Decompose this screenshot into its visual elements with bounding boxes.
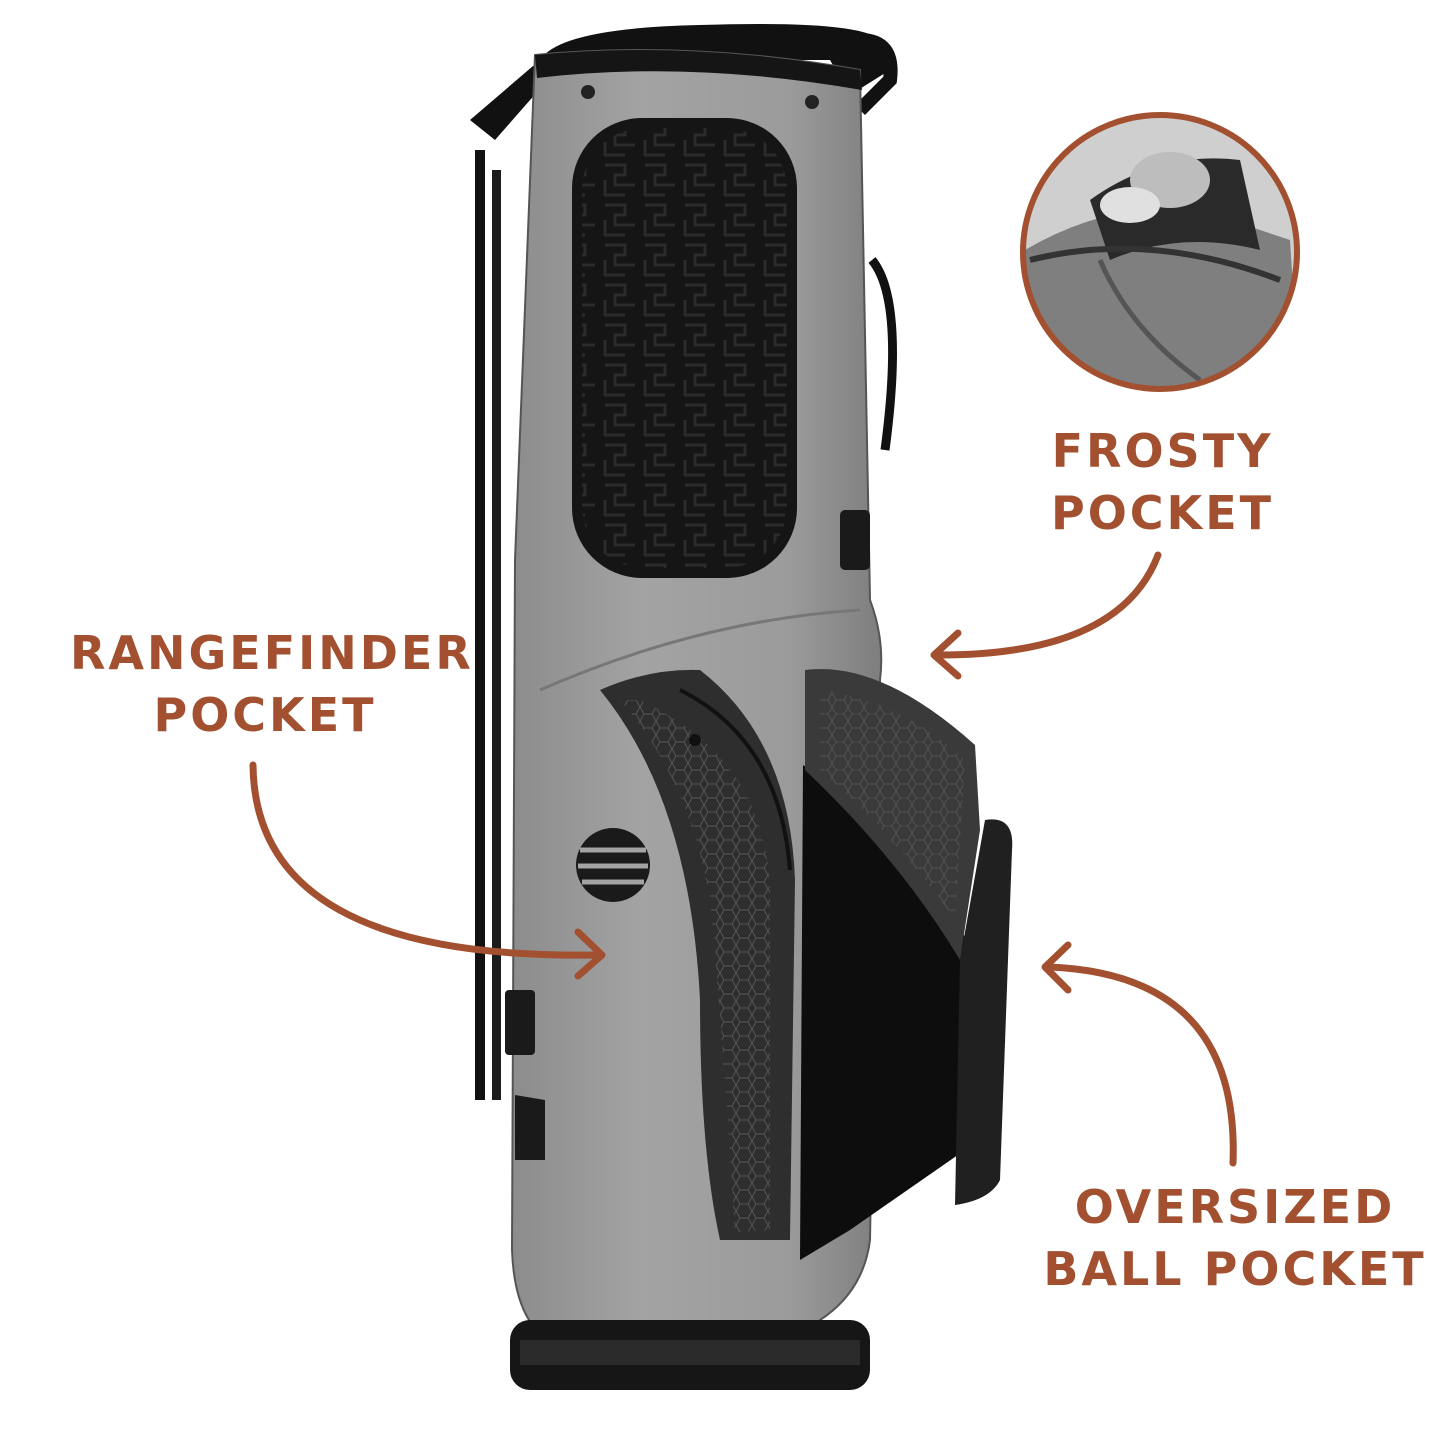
frosty-label-line1: FROSTY — [1051, 424, 1274, 478]
oversized-label-line1: OVERSIZED — [1074, 1180, 1396, 1234]
rangefinder-label-line1: RANGEFINDER — [70, 626, 474, 680]
stand-legs — [470, 60, 552, 1100]
arrow-icon — [1041, 941, 1237, 1167]
frosty-label-line2: POCKET — [1050, 486, 1275, 540]
frosty-pocket-detail-image — [1020, 112, 1300, 392]
arrow-icon — [930, 551, 1162, 680]
rangefinder-pocket-label: RANGEFINDER POCKET — [70, 622, 474, 746]
oversized-label-line2: BALL POCKET — [1043, 1242, 1427, 1296]
frosty-pocket-label: FROSTY POCKET — [1040, 420, 1285, 544]
rangefinder-label-line2: POCKET — [153, 688, 377, 742]
arrow-icon — [249, 761, 606, 980]
oversized-ball-pocket-label: OVERSIZED BALL POCKET — [1040, 1176, 1430, 1300]
brand-logo-icon — [576, 828, 650, 902]
golf-bag — [505, 49, 1013, 1390]
ball-pocket — [955, 819, 1013, 1205]
